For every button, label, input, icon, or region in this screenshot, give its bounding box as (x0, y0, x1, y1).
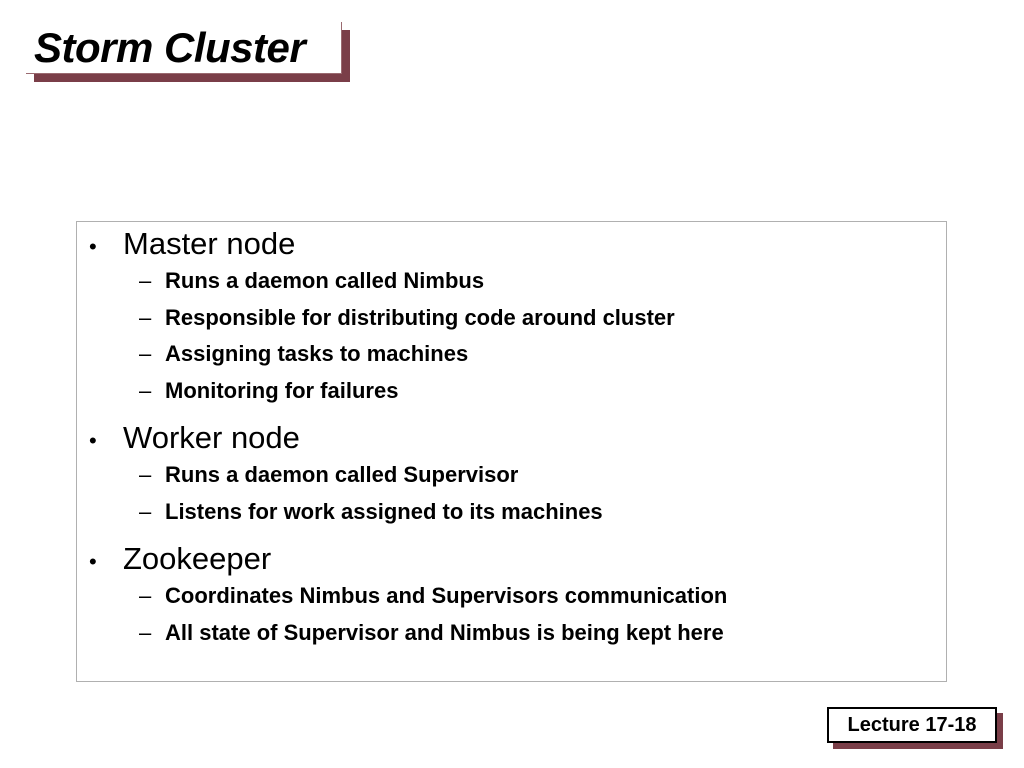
sub-bullet-item: – Runs a daemon called Supervisor (87, 462, 727, 499)
lecture-label: Lecture 17-18 (827, 707, 997, 743)
sub-bullet-text: Responsible for distributing code around… (165, 304, 675, 330)
bullet-text: Master node (123, 226, 296, 261)
bullet-item: • Master node – Runs a daemon called Nim… (87, 226, 727, 414)
dash-icon: – (139, 377, 152, 403)
sub-bullet-item: – Assigning tasks to machines (87, 341, 727, 378)
bullet-row: • Zookeeper (87, 541, 727, 583)
title-box: Storm Cluster (26, 22, 342, 74)
sub-bullet-list: – Coordinates Nimbus and Supervisors com… (87, 583, 727, 656)
bullet-dot-icon: • (89, 234, 97, 259)
sub-bullet-item: – Listens for work assigned to its machi… (87, 499, 727, 536)
dash-icon: – (139, 619, 152, 645)
sub-bullet-text: Coordinates Nimbus and Supervisors commu… (165, 583, 728, 608)
bullet-dot-icon: • (89, 428, 97, 453)
title-wrapper: Storm Cluster (26, 22, 350, 82)
dash-icon: – (139, 498, 152, 524)
bullet-text: Zookeeper (123, 541, 272, 576)
dash-icon: – (139, 583, 152, 608)
bullet-list: • Master node – Runs a daemon called Nim… (87, 226, 727, 662)
dash-icon: – (139, 268, 152, 293)
sub-bullet-text: Runs a daemon called Supervisor (165, 462, 519, 487)
sub-bullet-text: All state of Supervisor and Nimbus is be… (165, 619, 724, 645)
sub-bullet-text: Runs a daemon called Nimbus (165, 268, 485, 293)
dash-icon: – (139, 462, 152, 487)
sub-bullet-item: – Runs a daemon called Nimbus (87, 268, 727, 305)
dash-icon: – (139, 341, 152, 366)
content-box: • Master node – Runs a daemon called Nim… (76, 221, 947, 682)
sub-bullet-item: – Responsible for distributing code arou… (87, 305, 727, 342)
sub-bullet-item: – All state of Supervisor and Nimbus is … (87, 620, 727, 657)
slide-title: Storm Cluster (34, 23, 306, 71)
sub-bullet-item: – Coordinates Nimbus and Supervisors com… (87, 583, 727, 620)
sub-bullet-list: – Runs a daemon called Nimbus – Responsi… (87, 268, 727, 414)
bullet-item: • Zookeeper – Coordinates Nimbus and Sup… (87, 541, 727, 656)
sub-bullet-text: Monitoring for failures (165, 377, 399, 403)
sub-bullet-list: – Runs a daemon called Supervisor – List… (87, 462, 727, 535)
sub-bullet-text: Listens for work assigned to its machine… (165, 498, 603, 524)
bullet-item: • Worker node – Runs a daemon called Sup… (87, 420, 727, 535)
bullet-dot-icon: • (89, 549, 97, 574)
footer-wrapper: Lecture 17-18 (827, 707, 1003, 749)
dash-icon: – (139, 304, 152, 330)
sub-bullet-text: Assigning tasks to machines (165, 341, 469, 366)
bullet-row: • Master node (87, 226, 727, 268)
bullet-text: Worker node (123, 420, 300, 455)
bullet-row: • Worker node (87, 420, 727, 462)
sub-bullet-item: – Monitoring for failures (87, 378, 727, 415)
